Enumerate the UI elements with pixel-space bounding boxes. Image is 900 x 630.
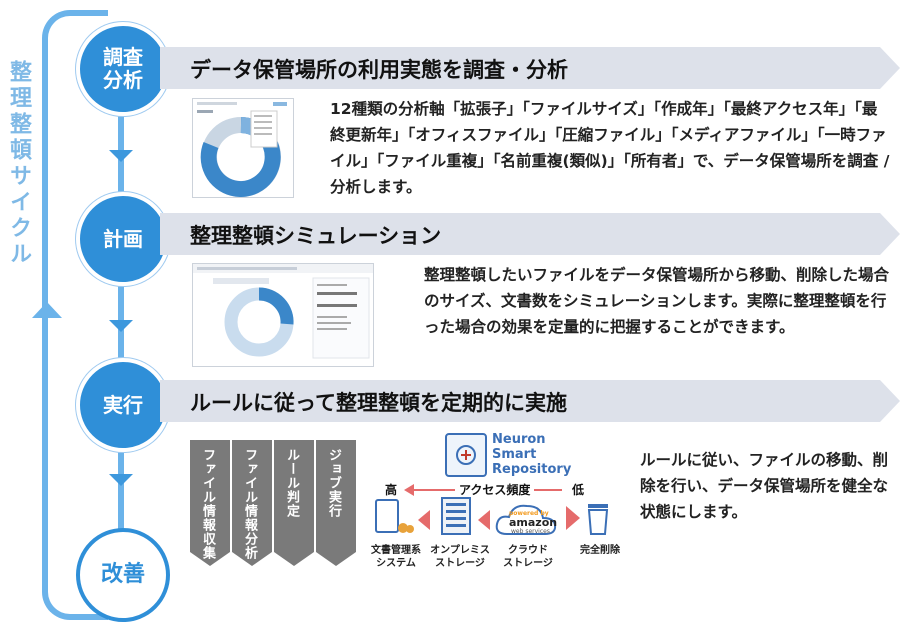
arrow-left-icon bbox=[478, 510, 490, 530]
access-low-label: 低 bbox=[572, 483, 585, 497]
storage-label-delete: 完全削除 bbox=[580, 545, 620, 556]
trash-icon bbox=[584, 502, 612, 536]
process-tag-collect-label: ファイル情報収集 bbox=[200, 448, 215, 560]
amazon-brand: amazon bbox=[509, 516, 558, 529]
banner-survey-title: データ保管場所の利用実態を調査・分析 bbox=[190, 58, 568, 82]
banner-plan-title: 整理整頓シミュレーション bbox=[190, 224, 442, 248]
chevron-down-icon bbox=[109, 474, 133, 486]
survey-description: 12種類の分析軸「拡張子」「ファイルサイズ」「作成年」「最終アクセス年」「最終更… bbox=[330, 100, 890, 196]
step-survey: 調査 分析 bbox=[76, 22, 170, 116]
step-execute: 実行 bbox=[76, 358, 170, 452]
step-plan: 計画 bbox=[76, 192, 170, 286]
cloud-storage-icon bbox=[493, 500, 559, 540]
step-survey-label: 調査 分析 bbox=[103, 45, 143, 92]
execute-description: ルールに従い、ファイルの移動、削除を行い、データ保管場所を健全な状態にします。 bbox=[640, 451, 889, 521]
analysis-screenshot bbox=[192, 98, 294, 198]
chevron-down-icon bbox=[109, 150, 133, 162]
banner-execute: ルールに従って整理整頓を定期的に実施 bbox=[160, 380, 900, 422]
amazon-powered-by: powered by bbox=[509, 510, 549, 517]
process-tag-collect: ファイル情報収集 bbox=[190, 440, 230, 566]
cycle-label: 整理整頓サイクル bbox=[6, 60, 31, 268]
process-tag-analyze-label: ファイル情報分析 bbox=[242, 448, 257, 560]
product-name-line1: Neuron bbox=[492, 432, 546, 447]
step-execute-label: 実行 bbox=[103, 392, 143, 417]
storage-label-cloud: クラウド ストレージ bbox=[503, 545, 553, 569]
arrow-left-icon bbox=[418, 510, 430, 530]
process-tag-analyze: ファイル情報分析 bbox=[232, 440, 272, 566]
product-name: Neuron Smart Repository bbox=[492, 432, 571, 477]
plan-description: 整理整頓したいファイルをデータ保管場所から移動、削除した場合のサイズ、文書数をシ… bbox=[424, 266, 890, 336]
step-improve: 改善 bbox=[76, 528, 170, 622]
chevron-down-icon bbox=[109, 320, 133, 332]
process-tag-job-label: ジョブ実行 bbox=[326, 448, 341, 518]
step-improve-label: 改善 bbox=[100, 562, 145, 588]
access-frequency-label: アクセス頻度 bbox=[455, 481, 535, 498]
simulation-screenshot bbox=[192, 263, 374, 367]
banner-survey: データ保管場所の利用実態を調査・分析 bbox=[160, 47, 900, 89]
banner-execute-title: ルールに従って整理整頓を定期的に実施 bbox=[190, 391, 567, 415]
access-high-label: 高 bbox=[385, 483, 398, 497]
onpremise-storage-icon bbox=[436, 496, 476, 538]
step-plan-label: 計画 bbox=[103, 226, 143, 251]
storage-label-document-system: 文書管理系 システム bbox=[371, 545, 421, 569]
arrow-left-icon bbox=[404, 484, 414, 496]
amazon-sub: web services bbox=[511, 528, 550, 535]
storage-label-onpremise: オンプレミス ストレージ bbox=[430, 545, 490, 569]
process-tag-rule: ルール判定 bbox=[274, 440, 314, 566]
neuron-logo-icon bbox=[445, 433, 487, 477]
product-name-line2: Smart bbox=[492, 447, 537, 462]
product-name-line3: Repository bbox=[492, 462, 572, 477]
document-system-icon bbox=[372, 498, 416, 538]
process-tag-rule-label: ルール判定 bbox=[284, 448, 299, 518]
arrow-right-icon bbox=[566, 506, 580, 530]
analysis-donut-chart bbox=[197, 102, 287, 197]
cycle-up-arrow-icon bbox=[32, 302, 62, 318]
banner-plan: 整理整頓シミュレーション bbox=[160, 213, 900, 255]
simulation-donut-chart bbox=[193, 264, 373, 359]
process-tag-job: ジョブ実行 bbox=[316, 440, 356, 566]
